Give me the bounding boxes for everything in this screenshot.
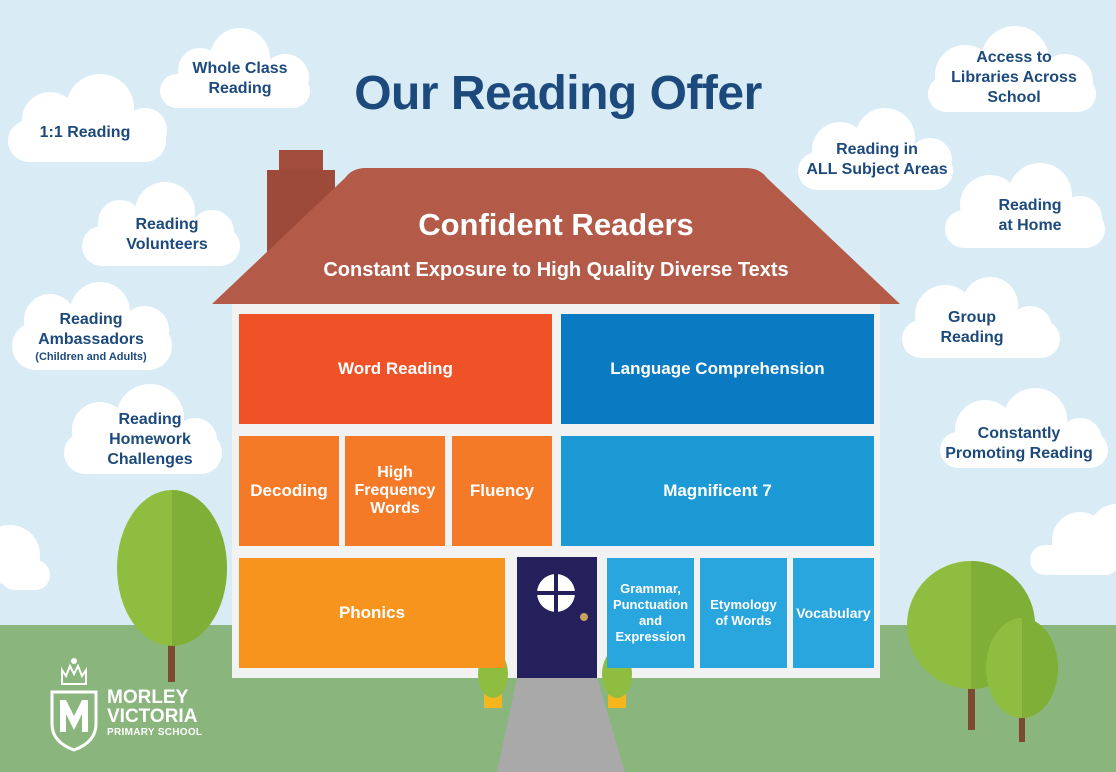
cloud-decor-left	[0, 525, 50, 590]
school-crest	[50, 658, 98, 752]
room-label: Word Reading	[338, 359, 453, 378]
door-knob	[580, 613, 588, 621]
clouds	[0, 26, 1116, 590]
tree-right-small	[986, 618, 1058, 742]
roof-heading: Confident Readers	[418, 207, 694, 242]
room-language-comprehension: Language Comprehension	[561, 314, 874, 424]
room-label-line: Punctuation	[612, 597, 689, 612]
cloud-line: Reading	[208, 80, 272, 97]
cloud-label-volunteers: Reading Volunteers	[97, 215, 237, 255]
room-etymology: Etymology of Words	[700, 558, 787, 668]
tree-left	[117, 490, 227, 682]
cloud-line: Reading	[940, 329, 1004, 346]
cloud-label-one-to-one: 1:1 Reading	[15, 123, 155, 143]
cloud-line: ALL Subject Areas	[806, 161, 948, 178]
cloud-label-ambassadors: Reading Ambassadors (Children and Adults…	[15, 310, 167, 364]
logo-subline: PRIMARY SCHOOL	[107, 727, 203, 738]
room-label-line: High	[377, 464, 413, 481]
room-label: Language Comprehension	[610, 359, 825, 378]
room-label: Vocabulary	[796, 605, 871, 621]
cloud-label-subject-areas: Reading in ALL Subject Areas	[797, 140, 957, 180]
room-label: Fluency	[469, 481, 535, 500]
cloud-volunteers	[82, 182, 240, 266]
cloud-line: Volunteers	[126, 236, 208, 253]
cloud-at-home	[945, 163, 1105, 248]
room-label-line: Etymology	[710, 597, 777, 612]
cloud-whole-class	[160, 28, 310, 108]
school-logo-text: MORLEY VICTORIA PRIMARY SCHOOL	[107, 688, 202, 739]
cloud-line: School	[987, 89, 1041, 106]
cloud-decor-right	[1030, 504, 1116, 575]
cloud-line: Promoting Reading	[945, 445, 1093, 462]
cloud-label-whole-class: Whole Class Reading	[170, 59, 310, 99]
cloud-label-homework: Reading Homework Challenges	[75, 410, 225, 470]
cloud-libraries	[928, 26, 1096, 112]
room-magnificent-7: Magnificent 7	[561, 436, 874, 546]
cloud-subject-areas	[798, 108, 953, 190]
roof	[212, 168, 900, 304]
cloud-promoting	[940, 388, 1108, 468]
logo-line: VICTORIA	[107, 706, 198, 727]
room-label-line: of Words	[715, 613, 772, 628]
roof-subheading: Constant Exposure to High Quality Divers…	[323, 259, 789, 281]
door-window-bar-horizontal	[537, 591, 575, 595]
room-label: Phonics	[338, 603, 406, 622]
cloud-line: Ambassadors	[38, 331, 144, 348]
cloud-line: Reading	[59, 311, 123, 328]
cloud-line: Reading in	[836, 141, 918, 158]
room-grammar: Grammar, Punctuation and Expression	[607, 558, 694, 668]
room-label-line: Words	[370, 500, 420, 517]
cloud-line: Challenges	[107, 451, 193, 468]
room-phonics: Phonics	[239, 558, 505, 668]
cloud-line: Whole Class	[192, 60, 288, 77]
cloud-label-at-home: Reading at Home	[950, 196, 1110, 236]
cloud-line: Constantly	[977, 425, 1061, 442]
cloud-note: (Children and Adults)	[35, 351, 147, 363]
cloud-label-promoting: Constantly Promoting Reading	[934, 424, 1104, 464]
cloud-line: Reading	[998, 197, 1062, 214]
cloud-line: Reading	[118, 411, 182, 428]
room-label-line: and	[638, 613, 663, 628]
room-decoding: Decoding	[239, 436, 339, 546]
room-vocabulary: Vocabulary	[793, 558, 874, 668]
room-label-line: Frequency	[354, 482, 436, 499]
cloud-group	[902, 277, 1060, 358]
room-word-reading: Word Reading	[239, 314, 552, 424]
room-label-line: Grammar,	[620, 581, 681, 596]
cloud-one-to-one	[8, 74, 167, 162]
cloud-line: Group	[948, 309, 996, 326]
room-high-frequency-words: High Frequency Words	[345, 436, 445, 546]
cloud-line: Access to	[976, 49, 1052, 66]
logo-line: MORLEY	[107, 687, 189, 708]
room-label: Decoding	[250, 481, 328, 500]
cloud-line: at Home	[998, 217, 1062, 234]
cloud-line: Libraries Across	[951, 69, 1077, 86]
cloud-label-group: Group Reading	[892, 308, 1052, 348]
garden-path	[497, 678, 625, 772]
cloud-line: Homework	[109, 431, 191, 448]
cloud-line: Reading	[135, 216, 199, 233]
page-title: Our Reading Offer	[354, 67, 762, 120]
cloud-label-libraries: Access to Libraries Across School	[934, 48, 1094, 108]
room-label: Magnificent 7	[663, 481, 772, 500]
room-label-line: Expression	[615, 629, 686, 644]
cloud-line: 1:1 Reading	[39, 124, 131, 141]
cloud-homework	[64, 384, 222, 474]
chimney-top	[279, 150, 323, 172]
room-fluency: Fluency	[452, 436, 552, 546]
cloud-ambassadors	[12, 282, 172, 370]
